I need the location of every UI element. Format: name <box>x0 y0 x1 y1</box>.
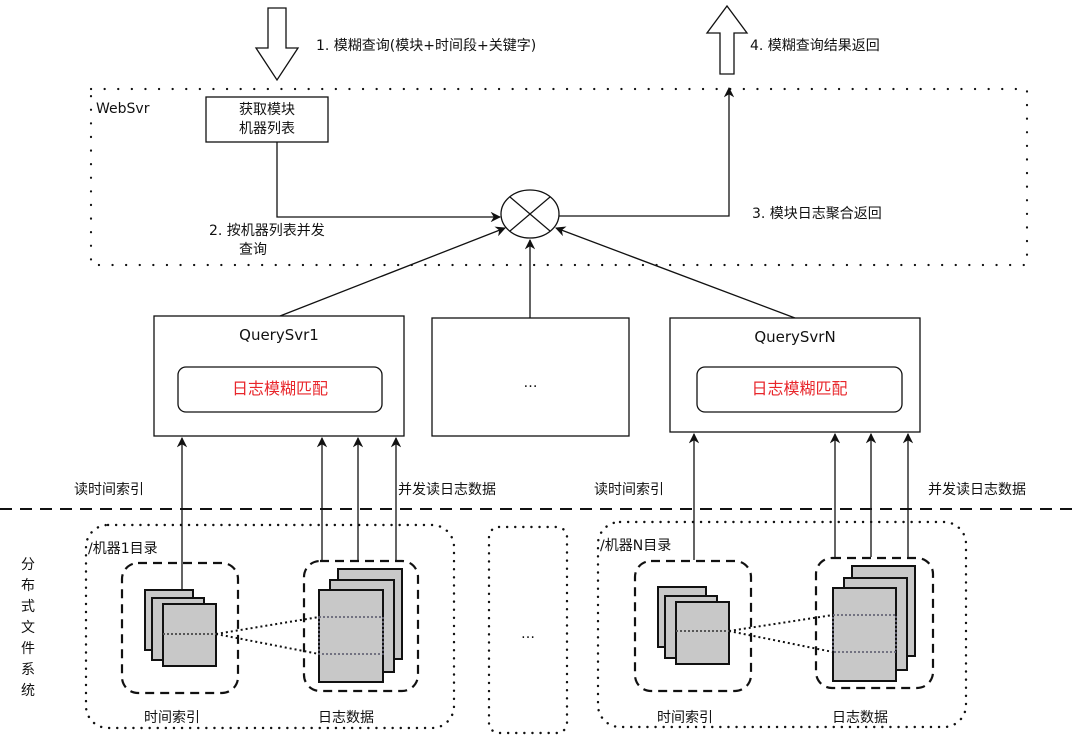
querysvrn-to-aggregator <box>555 226 796 319</box>
querysvr-ellipsis-label: … <box>523 375 538 391</box>
websvr-label: WebSvr <box>96 101 150 117</box>
machine-ellipsis-label: … <box>521 626 535 642</box>
index-to-data-link-nb <box>728 630 834 653</box>
read-logs-label-1: 并发读日志数据 <box>398 482 496 498</box>
machine1-data-group <box>302 559 420 693</box>
machine1-index-files-icon <box>144 589 217 667</box>
machineN-index-group <box>633 559 753 693</box>
result-output-arrow-icon <box>705 4 749 75</box>
querysvr1-match-box <box>177 366 383 413</box>
machine1-dir-label: /机器1目录 <box>88 541 158 557</box>
index-to-data-link-na <box>728 614 834 632</box>
read-index-label-1: 读时间索引 <box>74 482 144 498</box>
step2-label-line1: 2. 按机器列表并发 <box>209 223 325 239</box>
machineN-log-files-icon <box>832 565 916 682</box>
step3-label: 3. 模块日志聚合返回 <box>752 206 882 222</box>
machineN-data-label: 日志数据 <box>832 710 888 726</box>
machineN-dir-label: /机器N目录 <box>600 538 672 554</box>
step4-label: 4. 模糊查询结果返回 <box>750 38 880 54</box>
machineN-directory <box>596 520 968 729</box>
querysvr1-title: QuerySvr1 <box>239 326 319 344</box>
filesystem-label: 分布式文件系统 <box>21 557 35 699</box>
querysvr-ellipsis-box <box>431 317 630 437</box>
machine-list-line2: 机器列表 <box>239 121 295 137</box>
machine1-directory <box>84 523 456 730</box>
dispatch-connector <box>276 142 502 223</box>
querysvrn-title: QuerySvrN <box>754 328 836 346</box>
query-input-arrow-icon <box>254 7 300 82</box>
machineN-index-label: 时间索引 <box>657 710 713 726</box>
read-index-label-n: 读时间索引 <box>594 482 664 498</box>
machine-list-box <box>205 96 329 143</box>
websvr-container <box>89 87 1029 267</box>
machine1-index-group <box>120 561 240 695</box>
step1-label: 1. 模糊查询(模块+时间段+关键字) <box>316 38 537 54</box>
step2-label-line2: 查询 <box>239 242 267 258</box>
aggregate-return-connector <box>559 86 735 217</box>
querysvrn-match-label: 日志模糊匹配 <box>751 379 848 398</box>
machine-list-line1: 获取模块 <box>239 102 295 118</box>
machineN-data-group <box>814 556 935 690</box>
querysvr1-match-label: 日志模糊匹配 <box>231 379 328 398</box>
machine1-index-label: 时间索引 <box>144 710 200 726</box>
querysvrn-match-box <box>696 366 903 413</box>
querysvr1-to-aggregator <box>279 226 506 317</box>
machineN-index-files-icon <box>657 586 730 665</box>
index-to-data-link-1a <box>215 616 320 635</box>
machine1-data-label: 日志数据 <box>318 710 374 726</box>
machine1-log-files-icon <box>318 568 403 683</box>
read-logs-label-n: 并发读日志数据 <box>928 482 1026 498</box>
aggregator-node <box>500 189 560 239</box>
